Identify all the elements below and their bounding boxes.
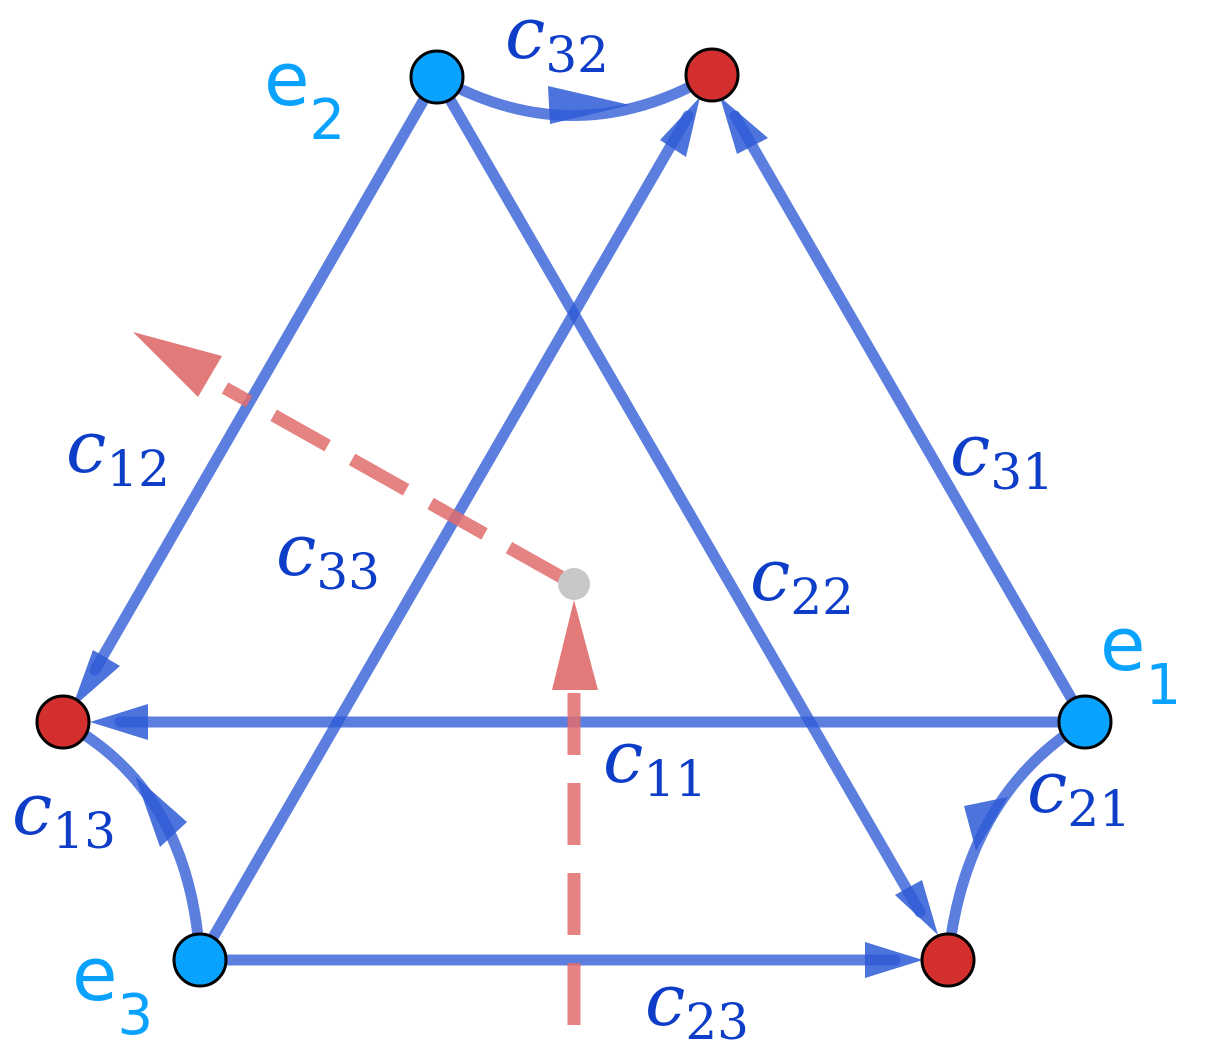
basis-labels: e2 e1 e3 xyxy=(72,37,1181,1048)
edges xyxy=(57,69,1091,966)
dashed-arrow-vertical-head xyxy=(552,600,598,690)
label-c33: c33 xyxy=(276,508,380,601)
node-e3 xyxy=(172,932,228,988)
arrowhead-c23 xyxy=(865,942,923,978)
edge-c22 xyxy=(431,71,926,918)
label-e3: e3 xyxy=(72,932,153,1048)
label-c12: c12 xyxy=(66,405,170,498)
dashed-arrow-diagonal xyxy=(221,382,567,584)
edge-c31 xyxy=(729,110,1091,728)
dashed-arrows xyxy=(133,332,598,1025)
arrowhead-c12 xyxy=(72,650,120,708)
label-c23: c23 xyxy=(645,958,749,1049)
label-c22: c22 xyxy=(750,533,854,626)
arrowhead-c22 xyxy=(895,880,938,935)
label-e2: e2 xyxy=(264,37,345,153)
arrowhead-c31 xyxy=(720,97,768,154)
label-c11: c11 xyxy=(603,715,707,808)
edge-c33 xyxy=(194,110,694,966)
node-e2 xyxy=(409,49,465,105)
nodes xyxy=(35,47,1113,988)
dashed-arrow-diagonal-head xyxy=(133,332,222,397)
arrowhead-c33 xyxy=(660,97,700,157)
label-e1: e1 xyxy=(1100,602,1181,718)
arrowhead-c13 xyxy=(135,776,187,847)
arrowheads xyxy=(72,86,1008,978)
arrowhead-c32 xyxy=(548,86,630,124)
arrowhead-c21 xyxy=(964,797,1008,851)
label-c21: c21 xyxy=(1027,745,1131,838)
node-origin xyxy=(558,568,590,600)
label-c13: c13 xyxy=(12,767,116,860)
node-target-2 xyxy=(920,932,976,988)
node-e1 xyxy=(1057,694,1113,750)
label-c32: c32 xyxy=(505,0,609,84)
arrowhead-c11 xyxy=(90,704,148,740)
node-target-1 xyxy=(35,694,91,750)
edge-c12 xyxy=(89,71,443,676)
node-target-3 xyxy=(684,47,740,103)
label-c31: c31 xyxy=(950,408,1054,501)
coefficient-labels: c32 c12 c31 c33 c22 c11 c21 c13 c23 xyxy=(12,0,1131,1049)
